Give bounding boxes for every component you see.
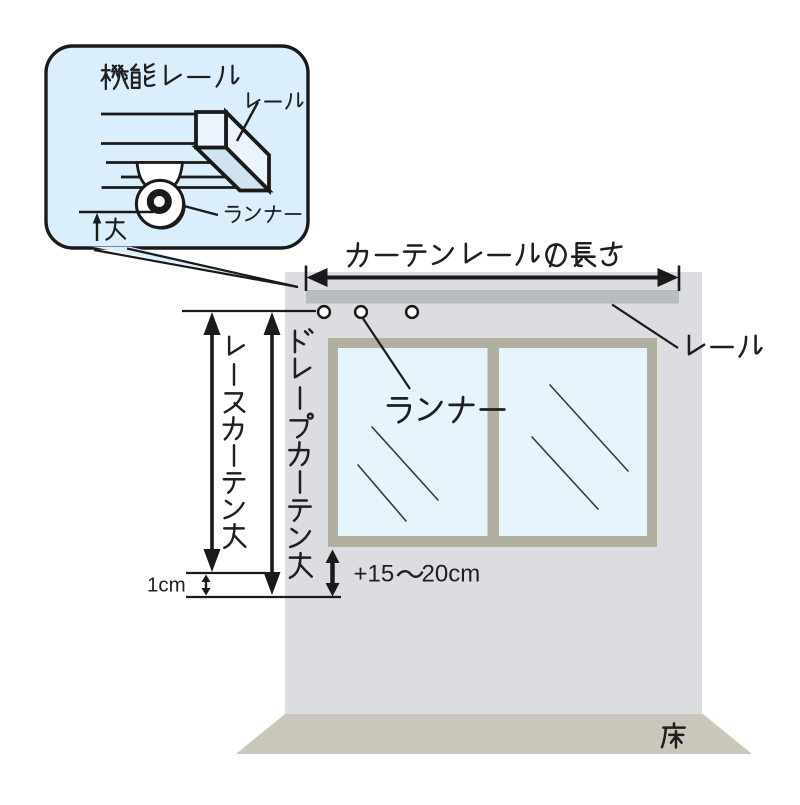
svg-text:1cm: 1cm bbox=[147, 574, 186, 597]
svg-text:+15: +15 bbox=[354, 561, 395, 588]
svg-text:20cm: 20cm bbox=[422, 561, 481, 588]
